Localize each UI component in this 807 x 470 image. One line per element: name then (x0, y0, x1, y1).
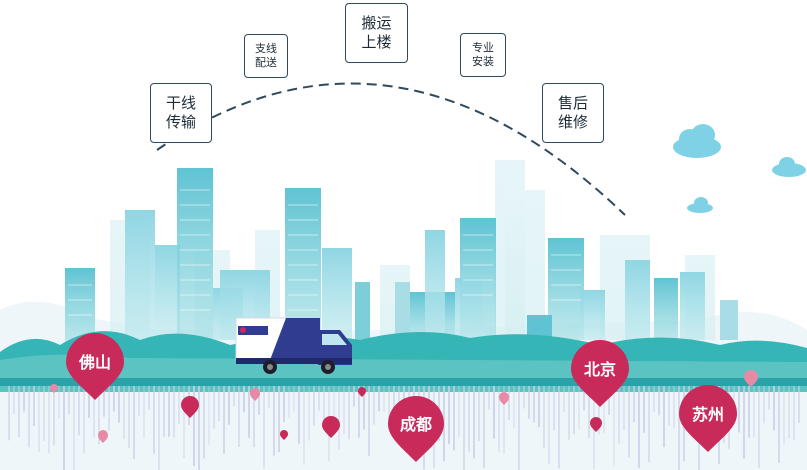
map-stripes (8, 386, 800, 470)
city-skyline (65, 168, 738, 343)
city-pin-chengdu (388, 396, 444, 462)
service-trunk-transport: 干线 传输 (150, 83, 212, 143)
road (0, 378, 807, 386)
cloud-icon (673, 124, 721, 158)
service-after-sales: 售后 维修 (542, 83, 604, 143)
service-arc (156, 82, 626, 216)
city-pin-suzhou (679, 385, 737, 452)
small-map-pins (50, 370, 758, 443)
city-label-suzhou: 苏州 (691, 405, 724, 424)
city-pin-beijing (571, 340, 629, 407)
building-windows (68, 189, 581, 316)
city-label-beijing: 北京 (583, 360, 616, 379)
city-label-foshan: 佛山 (78, 353, 111, 372)
city-label-chengdu: 成都 (399, 415, 432, 434)
service-branch-delivery: 支线 配送 (244, 34, 288, 78)
delivery-truck-icon (235, 317, 352, 374)
cloud-icon (772, 157, 806, 177)
service-installation: 专业 安装 (460, 33, 506, 77)
service-carry-upstairs: 搬运 上楼 (345, 3, 408, 63)
cloud-icon (687, 197, 713, 213)
city-pin-foshan (66, 333, 124, 400)
